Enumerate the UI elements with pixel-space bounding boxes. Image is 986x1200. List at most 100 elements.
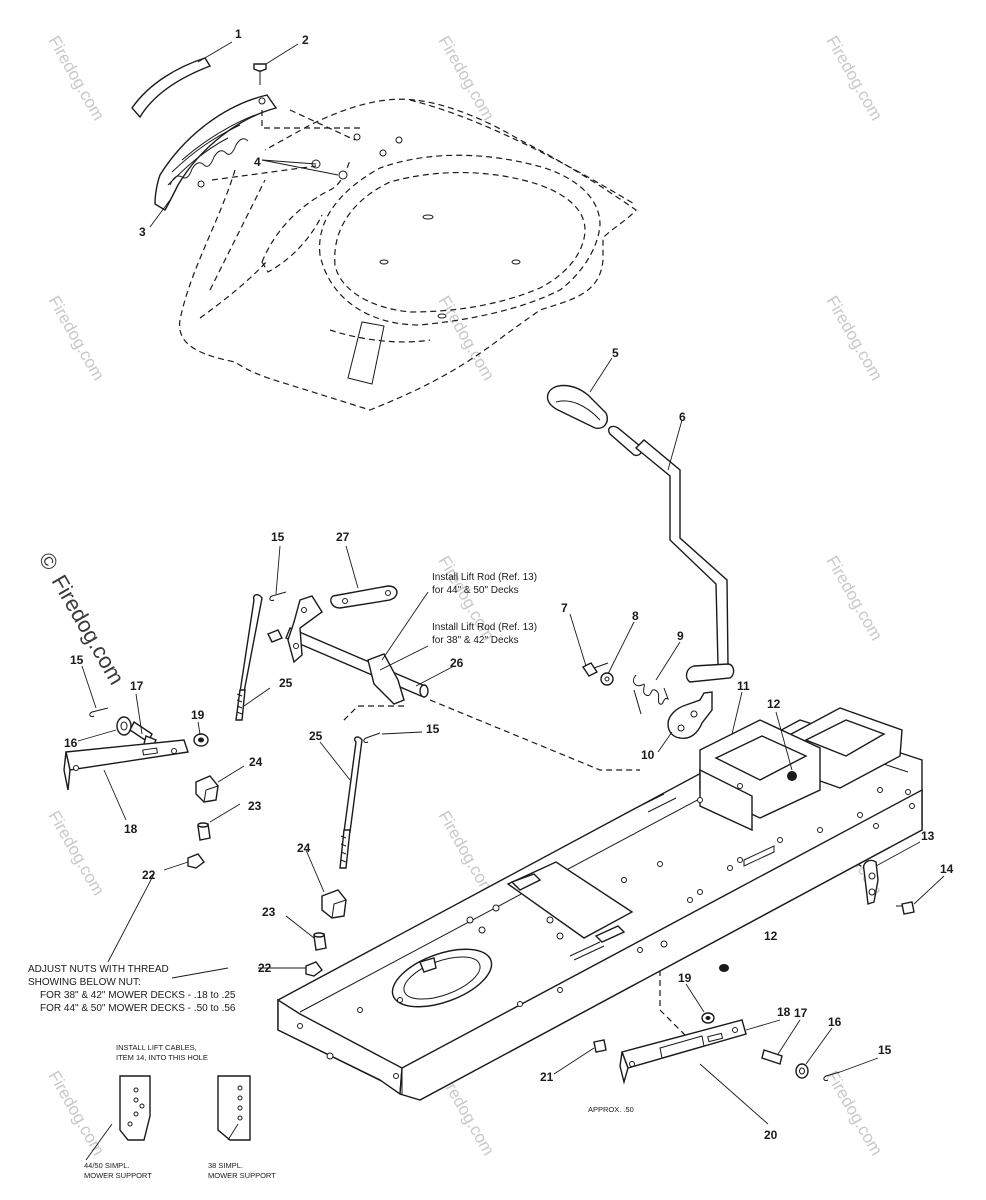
- note-adjust-showing: SHOWING BELOW NUT:: [28, 977, 141, 988]
- note-install-cables-hole: ITEM 14, INTO THIS HOLE: [116, 1053, 208, 1062]
- callout-12-upper: 12: [767, 697, 781, 711]
- callout-24-left: 24: [249, 755, 263, 769]
- bolt-14: [896, 901, 915, 915]
- lift-bracket-13: [862, 859, 879, 905]
- watermark: Firedog.com: [435, 808, 499, 899]
- assembly-line: [429, 699, 640, 771]
- callout-12-lower: 12: [764, 929, 778, 943]
- trunnion-24-left: [195, 775, 219, 803]
- bracket-10: [667, 691, 713, 740]
- spacer-23-left: [197, 822, 211, 841]
- hairpin-15-right: [823, 1071, 841, 1081]
- watermark: Firedog.com: [45, 808, 109, 899]
- watermark: Firedog.com: [45, 1068, 109, 1159]
- nut-16-right: [795, 1063, 809, 1079]
- callout-10: 10: [641, 748, 655, 762]
- callout-27: 27: [336, 530, 350, 544]
- callout-18-left: 18: [124, 822, 138, 836]
- copyright-symbol: ©: [34, 548, 64, 575]
- stud-17-right: [761, 1049, 783, 1065]
- callout-19-right: 19: [678, 971, 692, 985]
- bolt-7: [581, 662, 609, 677]
- nut-16-left: [116, 716, 132, 736]
- callout-17-right: 17: [794, 1006, 808, 1020]
- callout-23-middle: 23: [262, 905, 276, 919]
- callout-15-right: 15: [878, 1043, 892, 1057]
- callout-2: 2: [302, 33, 309, 47]
- callout-8: 8: [632, 609, 639, 623]
- frame: [277, 707, 923, 1101]
- hairpin-15-top: [269, 591, 287, 601]
- lift-rod-25-left: [235, 593, 263, 721]
- callout-15-top: 15: [271, 530, 285, 544]
- note-adjust-38-42: FOR 38" & 42" MOWER DECKS - .18 to .25: [40, 990, 236, 1001]
- watermark: Firedog.com: [45, 293, 109, 384]
- callout-14: 14: [940, 862, 954, 876]
- note-install-cables: INSTALL LIFT CABLES,: [116, 1043, 197, 1052]
- lift-rod-25-right: [339, 736, 363, 869]
- nut-22-middle: [305, 961, 323, 977]
- note-lift-rod-44-50-decks: for 44" & 50" Decks: [432, 585, 519, 596]
- callout-26: 26: [450, 656, 464, 670]
- hairpin-15-left: [89, 707, 109, 717]
- nut-19-left: [193, 733, 209, 747]
- callout-25-left: 25: [279, 676, 293, 690]
- notes: Install Lift Rod (Ref. 13) for 44" & 50"…: [28, 572, 634, 1180]
- callout-13: 13: [921, 829, 935, 843]
- label-support-44-50-sub: MOWER SUPPORT: [84, 1171, 152, 1180]
- lift-link-27: [330, 585, 398, 609]
- callout-23-left: 23: [248, 799, 262, 813]
- label-support-38-sub: MOWER SUPPORT: [208, 1171, 276, 1180]
- watermark-large: © Firedog.com: [34, 548, 130, 689]
- callout-22-left: 22: [142, 868, 156, 882]
- note-approx: APPROX. .50: [588, 1105, 634, 1114]
- callout-19-left: 19: [191, 708, 205, 722]
- label-support-38: 38 SIMPL.: [208, 1161, 243, 1170]
- callout-6: 6: [679, 410, 686, 424]
- nut-19-right: [701, 1012, 715, 1024]
- callout-numbers: 1 2 3 4 5 6 7 8 9 10 11 12 12 13 14 15 1…: [64, 27, 954, 1142]
- callout-20: 20: [764, 1128, 778, 1142]
- fender-outline: [179, 98, 637, 411]
- watermark: Firedog.com: [823, 1068, 887, 1159]
- bolt-21: [593, 1039, 607, 1053]
- nut-22-left: [187, 853, 205, 869]
- support-18-left: [63, 739, 189, 791]
- callout-22-middle: 22: [258, 961, 272, 975]
- inset-support-44-50: [119, 1075, 151, 1141]
- trunnion-24-middle: [321, 889, 347, 919]
- callout-11: 11: [737, 679, 750, 693]
- callout-16-right: 16: [828, 1015, 842, 1029]
- callout-7: 7: [561, 601, 568, 615]
- note-lift-rod-44-50: Install Lift Rod (Ref. 13): [432, 572, 537, 583]
- spacer-23-middle: [313, 932, 327, 951]
- note-adjust-nuts: ADJUST NUTS WITH THREAD: [28, 964, 169, 975]
- note-adjust-44-50: FOR 44" & 50" MOWER DECKS - .50 to .56: [40, 1003, 236, 1014]
- height-plate-3: [154, 94, 278, 211]
- watermark: Firedog.com: [823, 33, 887, 124]
- lift-knob-5: [546, 384, 608, 429]
- callout-16-left: 16: [64, 736, 78, 750]
- inset-support-38: [217, 1075, 251, 1141]
- lift-handle-6: [608, 425, 735, 683]
- callout-5: 5: [612, 346, 619, 360]
- leader-lines: [77, 41, 945, 1161]
- lift-shaft-26: [267, 595, 429, 705]
- callout-21: 21: [540, 1070, 554, 1084]
- callout-15-middle: 15: [426, 722, 440, 736]
- callout-4: 4: [254, 155, 261, 169]
- watermark: Firedog.com: [435, 293, 499, 384]
- screw-2: [253, 63, 267, 85]
- assembly-line: [341, 705, 404, 723]
- nut-12-lower: [719, 964, 729, 972]
- watermark: Firedog.com: [823, 553, 887, 644]
- callout-1: 1: [235, 27, 242, 41]
- callout-18-right: 18: [777, 1005, 791, 1019]
- support-18-right: [619, 1019, 747, 1085]
- watermark: Firedog.com: [45, 33, 109, 124]
- note-lift-rod-38-42-decks: for 38" & 42" Decks: [432, 635, 519, 646]
- callout-17-left: 17: [130, 679, 144, 693]
- assembly-line: [211, 110, 360, 181]
- callout-25-middle: 25: [309, 729, 323, 743]
